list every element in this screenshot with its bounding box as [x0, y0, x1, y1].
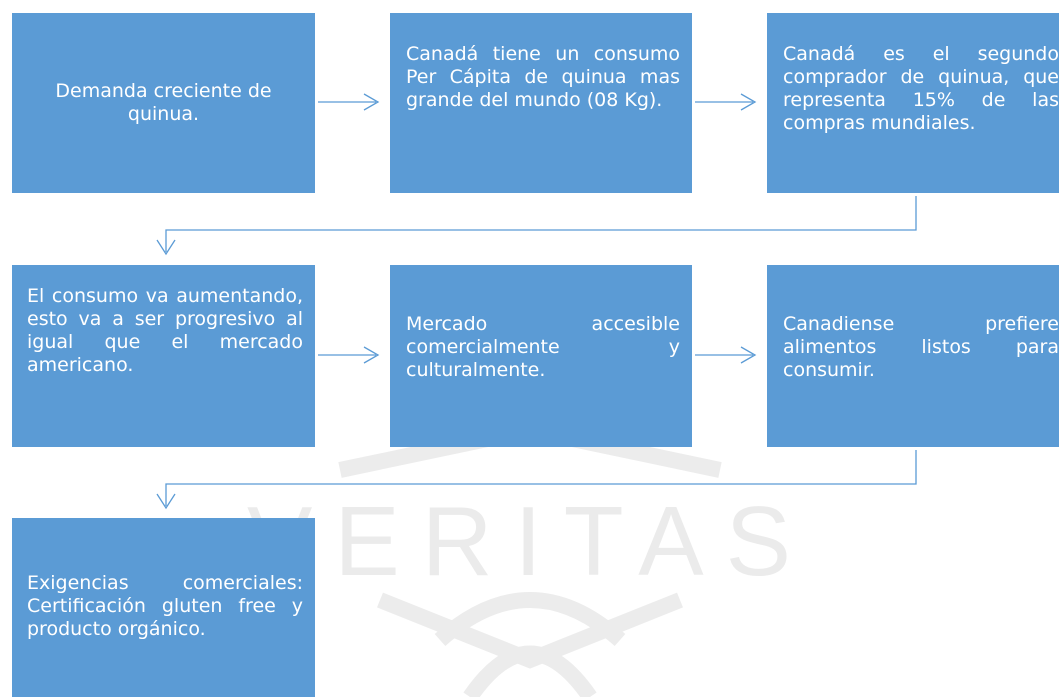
- step-box-3: Canadá es el segundo comprador de quinua…: [767, 13, 1059, 193]
- step-box-4: El consumo va aumentando, esto va a ser …: [12, 265, 315, 447]
- step-text-3: Canadá es el segundo comprador de quinua…: [783, 43, 1059, 134]
- step-box-5: Mercado accesible comercialmente y cultu…: [390, 265, 692, 447]
- watermark-text: VERITAS: [247, 486, 813, 596]
- step-box-2: Canadá tiene un consumo Per Cápita de qu…: [390, 13, 692, 193]
- step-box-7: Exigencias comerciales: Certificación gl…: [12, 518, 315, 697]
- step-text-5: Mercado accesible comercialmente y cultu…: [406, 313, 680, 381]
- step-text-1: Demanda creciente de quinua.: [55, 80, 272, 125]
- step-box-6: Canadiense prefiere alimentos listos par…: [767, 265, 1059, 447]
- step-text-7: Exigencias comerciales: Certificación gl…: [27, 572, 303, 640]
- step-text-2: Canadá tiene un consumo Per Cápita de qu…: [406, 43, 680, 111]
- step-box-1: Demanda creciente de quinua.: [12, 13, 315, 193]
- step-text-4: El consumo va aumentando, esto va a ser …: [27, 285, 303, 376]
- step-text-6: Canadiense prefiere alimentos listos par…: [783, 313, 1059, 381]
